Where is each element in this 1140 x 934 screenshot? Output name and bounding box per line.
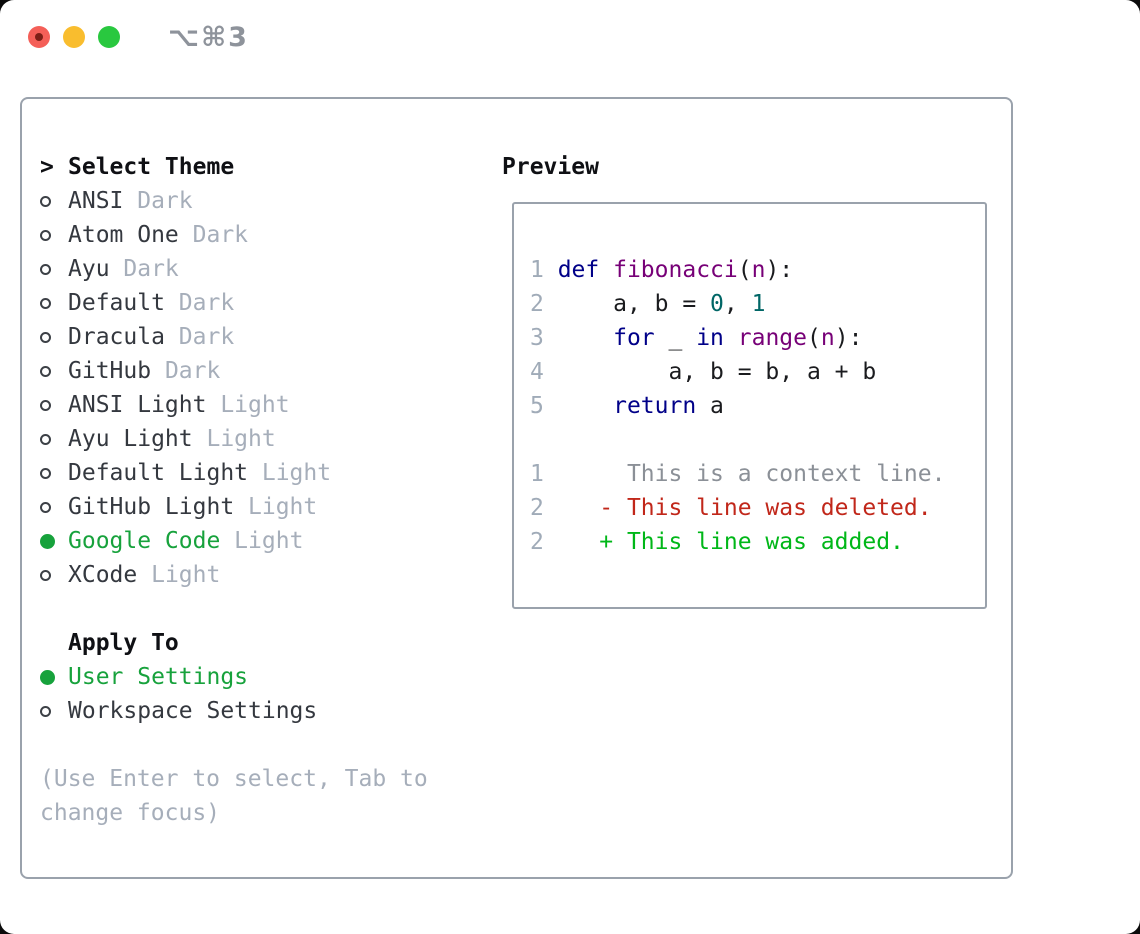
window-title-shortcut: ⌥⌘3 [168,22,249,53]
theme-option-default[interactable]: Default Dark [40,286,428,320]
option-variant-label: Dark [109,256,179,282]
theme-option-google-code[interactable]: Google Code Light [40,524,428,558]
line-number: 3 [530,325,558,351]
option-variant-label: Light [206,392,290,418]
line-number: 2 [530,291,558,317]
code-line: 2 a, b = 0, 1 [530,291,766,317]
theme-option-user-settings[interactable]: User Settings [40,660,428,694]
radio-empty-icon[interactable] [40,331,68,343]
option-label: Workspace Settings [68,698,318,724]
preview-code-block: 1 def fibonacci(n): 2 a, b = 0, 1 3 for _ … [530,253,945,559]
apply-to-heading-label: Apply To [68,630,179,656]
option-label: XCode [68,562,138,588]
close-button[interactable] [28,26,50,48]
option-variant-label: Dark [123,188,193,214]
theme-option-ansi[interactable]: ANSI Dark [40,184,428,218]
option-variant-label: Light [234,494,318,520]
option-variant-label: Light [137,562,221,588]
keyboard-hint-line-1: (Use Enter to select, Tab to [40,766,428,792]
option-label: ANSI Light [68,392,207,418]
preview-heading: Preview [502,154,599,180]
option-label: User Settings [68,664,249,690]
radio-empty-icon[interactable] [40,263,68,275]
radio-empty-icon[interactable] [40,195,68,207]
spacer [40,728,428,762]
apply-to-heading: Apply To [40,626,428,660]
option-label: Default Light [68,460,249,486]
option-label: Ayu Light [68,426,193,452]
spacer [40,592,428,626]
diff-line-context: 1 This is a context line. [530,461,946,487]
select-theme-heading: > Select Theme [40,150,428,184]
radio-empty-icon[interactable] [40,297,68,309]
option-label: Default [68,290,165,316]
theme-option-ayu[interactable]: Ayu Dark [40,252,428,286]
option-variant-label: Dark [164,290,235,316]
select-theme-heading-label: Select Theme [68,154,235,180]
radio-empty-icon[interactable] [40,229,68,241]
theme-option-ayu-light[interactable]: Ayu Light Light [40,422,428,456]
theme-option-github[interactable]: GitHub Dark [40,354,428,388]
theme-option-dracula[interactable]: Dracula Dark [40,320,428,354]
option-variant-label: Light [192,426,276,452]
option-label: GitHub [68,358,152,384]
line-number: 5 [530,393,558,419]
option-label: Google Code [68,528,221,554]
theme-option-ansi-light[interactable]: ANSI Light Light [40,388,428,422]
option-label: ANSI [68,188,124,214]
line-number: 2 [530,495,558,521]
theme-option-workspace-settings[interactable]: Workspace Settings [40,694,428,728]
radio-empty-icon[interactable] [40,569,68,581]
option-label: Ayu [68,256,110,282]
theme-option-default-light[interactable]: Default Light Light [40,456,428,490]
radio-empty-icon[interactable] [40,399,68,411]
keyboard-hint-line-2: change focus) [40,800,221,826]
radio-selected-icon[interactable] [40,533,68,549]
title-bar: ⌥⌘3 [0,0,1140,75]
radio-empty-icon[interactable] [40,501,68,513]
line-number: 4 [530,359,558,385]
zoom-button[interactable] [98,26,120,48]
code-line: 4 a, b = b, a + b [530,359,877,385]
option-variant-label: Light [220,528,304,554]
minimize-button[interactable] [63,26,85,48]
option-variant-label: Dark [178,222,249,248]
diff-line-deleted: 2 - This line was deleted. [530,495,932,521]
diff-line-added: 2 + This line was added. [530,529,904,555]
line-number: 1 [530,257,558,283]
radio-empty-icon[interactable] [40,365,68,377]
option-label: GitHub Light [68,494,235,520]
line-number: 2 [530,529,558,555]
theme-option-xcode[interactable]: XCode Light [40,558,428,592]
theme-option-atom-one[interactable]: Atom One Dark [40,218,428,252]
radio-empty-icon[interactable] [40,705,68,717]
option-variant-label: Dark [164,324,235,350]
radio-selected-icon[interactable] [40,669,68,685]
option-variant-label: Light [248,460,332,486]
cursor-arrow-icon: > [40,154,54,180]
radio-empty-icon[interactable] [40,467,68,479]
theme-option-github-light[interactable]: GitHub Light Light [40,490,428,524]
radio-empty-icon[interactable] [40,433,68,445]
code-line: 3 for _ in range(n): [530,325,863,351]
option-label: Atom One [68,222,179,248]
option-label: Dracula [68,324,165,350]
blank-line [530,423,945,457]
option-variant-label: Dark [151,358,221,384]
code-line: 1 def fibonacci(n): [530,257,794,283]
preview-box: 1 def fibonacci(n): 2 a, b = 0, 1 3 for _ … [512,202,987,609]
line-number: 1 [530,461,558,487]
code-line: 5 return a [530,393,724,419]
